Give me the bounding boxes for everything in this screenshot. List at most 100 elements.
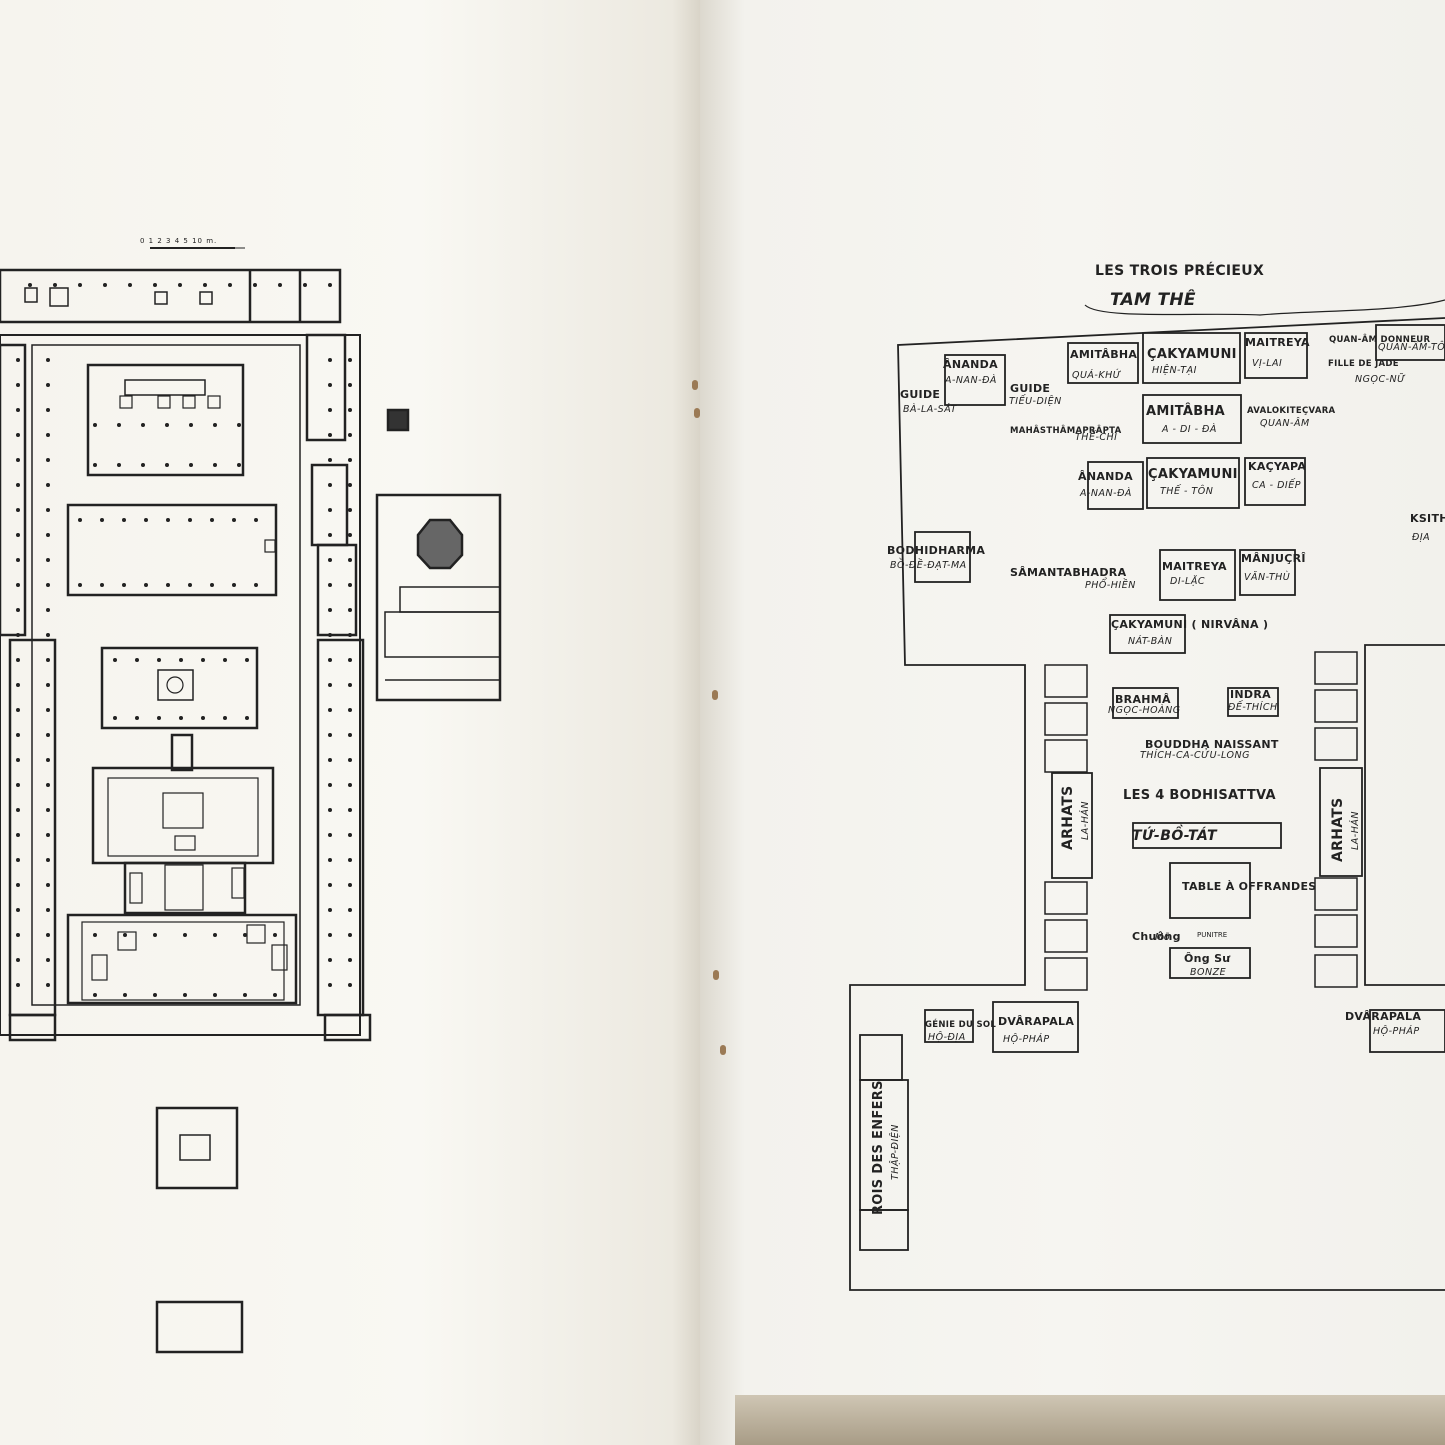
column-dot: [237, 463, 241, 467]
column-dot: [16, 558, 20, 562]
column-dot: [245, 716, 249, 720]
column-dot: [93, 933, 97, 937]
column-dot: [141, 423, 145, 427]
column-dot: [348, 958, 352, 962]
statue-label: AMITÂBHA: [1146, 403, 1225, 419]
column-dot: [165, 423, 169, 427]
column-dot: [128, 283, 132, 287]
column-dot: [16, 783, 20, 787]
column-dot: [213, 463, 217, 467]
column-dot: [348, 783, 352, 787]
column-dot: [46, 533, 50, 537]
column-dot: [46, 608, 50, 612]
column-dot: [348, 933, 352, 937]
column-dot: [223, 716, 227, 720]
statue-sublabel: THẾ-CHÍ: [1075, 431, 1118, 443]
column-dot: [93, 463, 97, 467]
column-dot: [243, 993, 247, 997]
binding-stitch: [720, 1045, 726, 1055]
column-dot: [153, 933, 157, 937]
statue-sublabel: HỘ-PHÁP: [1003, 1033, 1050, 1045]
statue-label: GÉNIE DU SOL: [925, 1018, 996, 1030]
column-dot: [253, 283, 257, 287]
statue-label: DVÂRAPALA: [998, 1015, 1074, 1028]
column-dot: [278, 283, 282, 287]
header-subtitle: TAM THÊ: [1110, 288, 1196, 310]
column-dot: [46, 808, 50, 812]
statue-cell: [1044, 957, 1088, 991]
statue-cell: [1314, 954, 1358, 988]
statue-cell: [1314, 651, 1358, 685]
right-page: LES TROIS PRÉCIEUX TAM THÊ: [700, 0, 1445, 1445]
statue-label: BRAHMÂ: [1115, 693, 1171, 706]
statue-sublabel: CA - DIẾP: [1252, 479, 1301, 491]
statue-label: GUIDE: [1010, 382, 1050, 395]
temple-floor-plan: 0 1 2 3 4 5 10 m.: [0, 237, 502, 1354]
column-dot: [46, 633, 50, 637]
column-dot: [201, 716, 205, 720]
column-dot: [348, 358, 352, 362]
statue-sublabel: NGỌC-NỮ: [1355, 373, 1406, 385]
statue-sublabel: ĐỊA: [1412, 532, 1430, 543]
statue-sublabel: ĐẾ-THÍCH: [1228, 701, 1278, 713]
column-dot: [16, 983, 20, 987]
column-dot: [123, 993, 127, 997]
statue-sublabel: Mõ: [1155, 932, 1170, 943]
column-dot: [328, 633, 332, 637]
statue-label: QUAN-ÂM DONNEUR: [1329, 333, 1430, 345]
column-dot: [46, 833, 50, 837]
column-dot: [53, 283, 57, 287]
statue-sublabel: BỒ-ĐỀ-ĐẠT-MA: [890, 558, 967, 571]
column-dot: [46, 483, 50, 487]
column-dot: [328, 833, 332, 837]
statue-label: MÂNJUÇRÎ: [1241, 552, 1306, 565]
vertical-label: ROIS DES ENFERS: [871, 1080, 886, 1215]
column-dot: [46, 983, 50, 987]
column-dot: [213, 423, 217, 427]
column-dot: [328, 358, 332, 362]
vertical-label: ARHATS: [1330, 797, 1346, 862]
statue-sublabel: BONZE: [1190, 967, 1226, 978]
column-dot: [254, 583, 258, 587]
column-dot: [328, 933, 332, 937]
column-dot: [328, 758, 332, 762]
column-dot: [213, 933, 217, 937]
statue-sublabel: VỊ-LAI: [1252, 358, 1282, 369]
column-dot: [93, 993, 97, 997]
column-dot: [223, 658, 227, 662]
column-dot: [46, 783, 50, 787]
statue-sublabel: BÀ-LA-SÁT: [903, 403, 958, 415]
column-dot: [328, 608, 332, 612]
column-dot: [348, 433, 352, 437]
statue-label: MAHÂSTHÂMAPRÂPTA: [1010, 424, 1122, 436]
column-dot: [328, 708, 332, 712]
column-dot: [328, 408, 332, 412]
column-dot: [16, 883, 20, 887]
column-dot: [328, 508, 332, 512]
statue-sublabel: NGỌC-HOÀNG: [1108, 704, 1181, 716]
statue-label: Ông Sư: [1184, 952, 1231, 965]
column-dot: [188, 518, 192, 522]
column-dot: [348, 983, 352, 987]
column-dot: [16, 758, 20, 762]
column-dot: [16, 633, 20, 637]
column-dot: [46, 708, 50, 712]
column-dot: [348, 733, 352, 737]
book-edge: [735, 1395, 1445, 1445]
statue-cell: [1314, 914, 1358, 948]
vertical-label: LA-HÁN: [1349, 811, 1361, 850]
column-dot: [348, 558, 352, 562]
column-dot: [348, 383, 352, 387]
binding-stitch: [713, 970, 719, 980]
column-dot: [183, 933, 187, 937]
column-dot: [166, 518, 170, 522]
column-dot: [153, 993, 157, 997]
column-dot: [46, 858, 50, 862]
column-dot: [348, 858, 352, 862]
column-dot: [16, 933, 20, 937]
statue-sublabel: A-NAN-ĐÀ: [1079, 487, 1132, 499]
statue-sublabel: QUÁ-KHỨ: [1072, 369, 1122, 381]
statue-label: KAÇYAPA: [1248, 460, 1306, 473]
statue-cell: [1044, 919, 1088, 953]
statue-label: LES 4 BODHISATTVA: [1123, 788, 1276, 803]
